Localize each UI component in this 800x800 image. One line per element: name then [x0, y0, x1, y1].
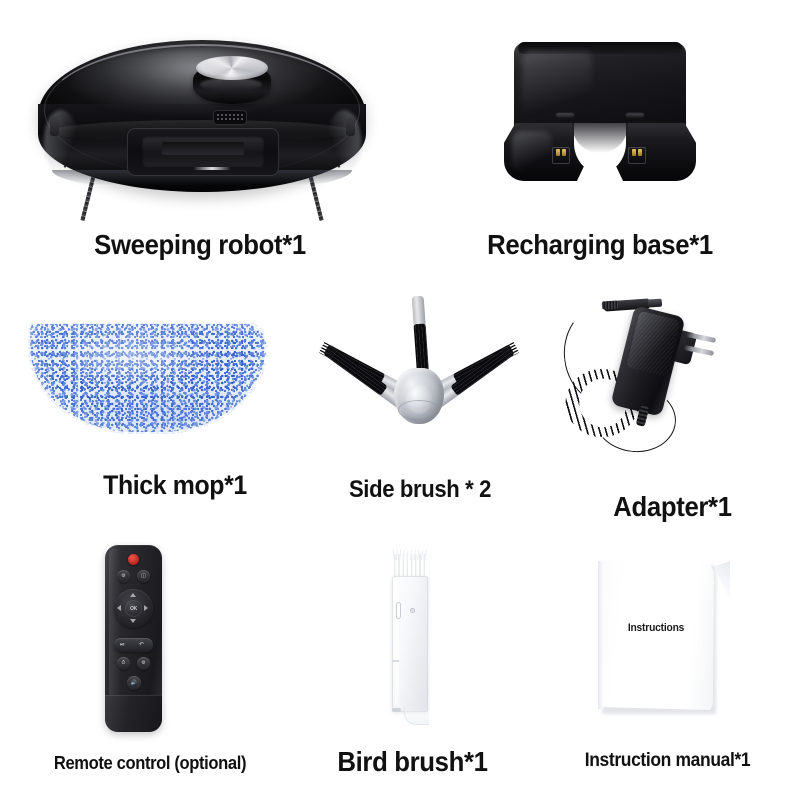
adapter-dc-plug-grip [601, 300, 619, 310]
robot-top-rim [44, 44, 360, 176]
label-recharging-base: Recharging base*1 [487, 229, 713, 260]
manual-spine [598, 561, 603, 709]
side-brush-icon [318, 288, 518, 468]
brush-handle [392, 576, 428, 712]
remote-right-arrow-icon[interactable] [144, 605, 148, 611]
remote-fan-button[interactable]: ⚙ [117, 570, 130, 583]
mop-pad-icon [28, 322, 268, 442]
remote-up-arrow-icon[interactable] [130, 593, 136, 597]
manual-cover-text: Instructions [627, 622, 685, 634]
mop-pad-edge [28, 322, 268, 434]
brush-bristles [393, 550, 427, 580]
robot-lidar-cap [196, 56, 268, 80]
brush-handle-slot [396, 602, 401, 619]
robot-speaker-grille [213, 110, 247, 125]
label-bird-brush: Bird brush*1 [337, 746, 488, 777]
dock-ir-emitter-right [626, 113, 644, 118]
manual-booklet-icon: Instructions [598, 560, 730, 720]
side-brush-hub-ring [398, 400, 440, 420]
remote-spot-button[interactable]: ◫ [137, 570, 150, 583]
power-adapter-icon [557, 290, 760, 460]
label-adapter: Adapter*1 [613, 491, 732, 522]
label-instruction-manual: Instruction manual*1 [584, 750, 751, 771]
remote-power-button[interactable] [128, 554, 139, 565]
dock-charging-contact-right [628, 147, 646, 164]
dock-charging-contact-left [552, 147, 570, 164]
robot-bumper-highlight [194, 167, 230, 170]
remote-down-arrow-icon[interactable] [130, 619, 136, 623]
brush-handle-seam [392, 660, 399, 662]
dock-foot-gloss [512, 131, 552, 173]
remote-play-back-pill[interactable] [114, 638, 153, 652]
label-thick-mop: Thick mop*1 [103, 470, 247, 500]
robot-bottom-seam [52, 170, 352, 192]
label-side-brush: Side brush * 2 [348, 476, 492, 503]
cleaning-brush-icon [382, 548, 442, 728]
dock-ir-emitter-left [556, 113, 574, 118]
robot-cliff-sensor-left [50, 116, 59, 136]
robot-lidar-window [221, 80, 232, 96]
remote-ok-button[interactable]: OK [125, 600, 142, 617]
remote-back-icon[interactable]: ↶ [139, 642, 145, 648]
remote-left-arrow-icon[interactable] [117, 605, 121, 611]
robot-vacuum-icon [30, 18, 375, 221]
manual-corner-curl [714, 561, 730, 601]
label-sweeping-robot: Sweeping robot*1 [94, 229, 306, 260]
robot-bumper-notch [162, 142, 244, 155]
dock-back-panel [514, 43, 686, 135]
brush-scraper-tip [392, 708, 401, 712]
remote-control-icon: ⚙ ◫ OK ⏯ ↶ ⏱ ⚙ 🔊 [105, 545, 165, 735]
brush-handle-dot [410, 608, 415, 613]
label-remote-control: Remote control (optional) [53, 753, 247, 773]
remote-volume-button[interactable]: 🔊 [127, 676, 141, 690]
dock-top-edge [518, 42, 682, 54]
remote-settings-button[interactable]: ⚙ [137, 657, 150, 670]
remote-schedule-button[interactable]: ⏱ [117, 657, 130, 670]
remote-lower-grip [105, 695, 162, 732]
manual-cover [598, 560, 714, 710]
robot-cliff-sensor-right [346, 116, 355, 136]
charging-dock-icon [500, 35, 700, 195]
brush-comb-hook [404, 706, 429, 725]
remote-play-icon[interactable]: ⏯ [120, 642, 125, 648]
